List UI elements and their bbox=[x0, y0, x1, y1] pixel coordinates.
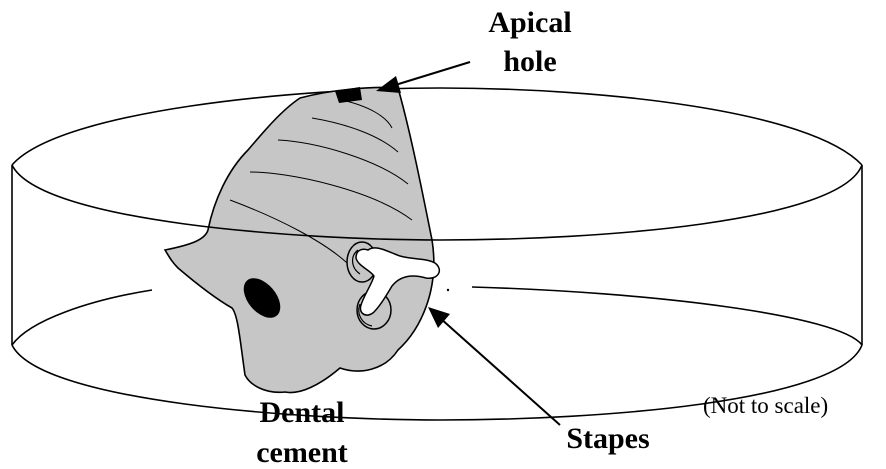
stapes-arrow bbox=[440, 318, 560, 425]
apical-hole-label-line2: hole bbox=[455, 47, 605, 77]
dental-cement-label-line1: Dental bbox=[232, 398, 372, 428]
apical-hole-arrowhead bbox=[376, 76, 401, 93]
dish-rim-front bbox=[12, 165, 862, 240]
apical-hole-label: Apical hole bbox=[455, 8, 605, 77]
dish-bottom-back-left bbox=[12, 290, 152, 345]
dish-bottom-back-right bbox=[472, 287, 862, 345]
scale-note: (Not to scale) bbox=[703, 394, 828, 417]
dish-rim-back bbox=[12, 88, 862, 165]
dental-cement-label: Dental cement bbox=[232, 398, 372, 468]
dental-cement-label-line2: cement bbox=[232, 438, 372, 468]
stapes-label: Stapes bbox=[548, 424, 668, 454]
speck bbox=[447, 289, 449, 291]
apical-hole-label-line1: Apical bbox=[455, 8, 605, 38]
